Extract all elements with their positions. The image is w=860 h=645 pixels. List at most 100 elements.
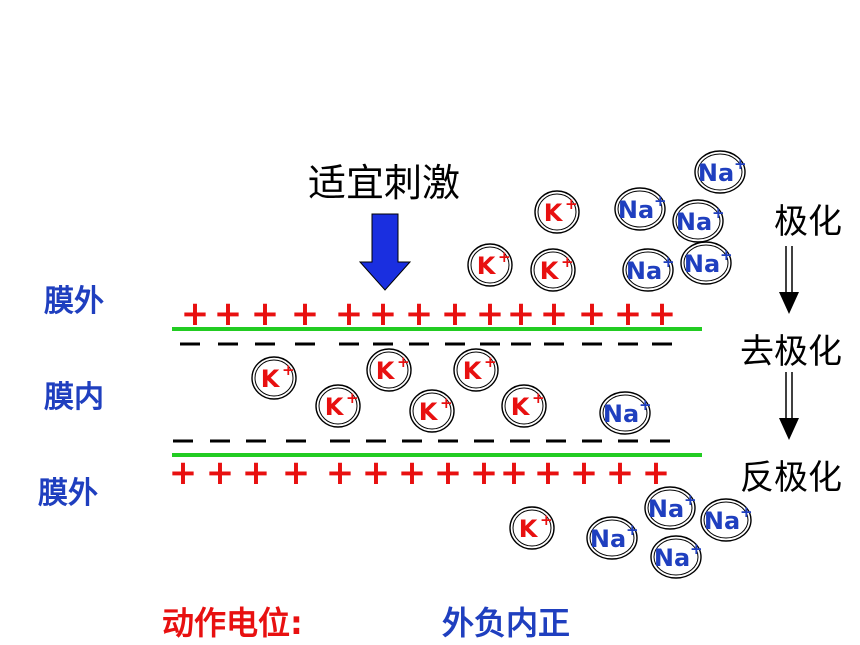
stage-reverse-polarization: 反极化 xyxy=(740,458,842,498)
na-ion: Na+ xyxy=(599,391,652,435)
positive-charge: + xyxy=(242,453,271,493)
positive-charge: + xyxy=(214,294,243,334)
svg-text:+: + xyxy=(397,353,410,371)
positive-charge: + xyxy=(405,294,434,334)
svg-text:+: + xyxy=(626,521,639,539)
positive-charge: + xyxy=(534,453,563,493)
stage-arrow-1 xyxy=(779,246,799,314)
svg-text:Na: Na xyxy=(648,495,684,523)
footer-value: 外负内正 xyxy=(442,604,571,642)
svg-text:+: + xyxy=(684,491,697,509)
positive-charge: + xyxy=(507,294,536,334)
outer-membrane-label-top: 膜外 xyxy=(44,284,104,319)
positive-charge: + xyxy=(335,294,364,334)
svg-text:K: K xyxy=(261,365,281,393)
na-ion: Na+ xyxy=(650,535,703,579)
positive-charge: + xyxy=(206,453,235,493)
svg-text:Na: Na xyxy=(618,196,654,224)
k-ion: K+ xyxy=(251,356,297,400)
na-ion: Na+ xyxy=(614,187,667,231)
svg-text:K: K xyxy=(463,357,483,385)
svg-text:+: + xyxy=(346,389,359,407)
positive-charge: + xyxy=(614,294,643,334)
k-ion: K+ xyxy=(467,243,513,287)
k-ion: K+ xyxy=(509,506,555,550)
inner-membrane-label: 膜内 xyxy=(44,380,104,415)
stage-depolarization: 去极化 xyxy=(740,332,842,372)
outer-membrane-label-bottom: 膜外 xyxy=(38,476,98,511)
svg-text:K: K xyxy=(519,515,539,543)
svg-text:Na: Na xyxy=(603,400,639,428)
svg-text:Na: Na xyxy=(704,507,740,535)
svg-text:+: + xyxy=(498,248,511,266)
svg-text:+: + xyxy=(440,394,453,412)
positive-charge: + xyxy=(648,294,677,334)
na-ion: Na+ xyxy=(700,498,753,542)
svg-text:K: K xyxy=(511,393,531,421)
k-ion: K+ xyxy=(315,384,361,428)
positive-charge: + xyxy=(476,294,505,334)
positive-charge: + xyxy=(369,294,398,334)
stage-arrow-2 xyxy=(779,372,799,440)
positive-charge: + xyxy=(362,453,391,493)
na-ion: Na+ xyxy=(586,516,639,560)
positive-charge: + xyxy=(470,453,499,493)
positive-charge: + xyxy=(540,294,569,334)
footer-title: 动作电位: xyxy=(162,604,303,642)
svg-text:K: K xyxy=(376,357,396,385)
svg-text:+: + xyxy=(654,192,667,210)
svg-text:+: + xyxy=(712,204,725,222)
svg-text:+: + xyxy=(561,253,574,271)
svg-text:+: + xyxy=(532,389,545,407)
k-ion: K+ xyxy=(530,248,576,292)
svg-text:+: + xyxy=(740,503,753,521)
svg-text:+: + xyxy=(690,540,703,558)
positive-charge: + xyxy=(441,294,470,334)
svg-text:+: + xyxy=(540,511,553,529)
positive-charge: + xyxy=(434,453,463,493)
positive-charge: + xyxy=(570,453,599,493)
stimulus-arrow xyxy=(358,213,412,291)
positive-charge: + xyxy=(291,294,320,334)
stage-polarization: 极化 xyxy=(774,202,842,242)
svg-text:+: + xyxy=(484,353,497,371)
positive-charge: + xyxy=(251,294,280,334)
positive-charge: + xyxy=(398,453,427,493)
k-ion: K+ xyxy=(501,384,547,428)
svg-text:K: K xyxy=(544,199,564,227)
svg-text:+: + xyxy=(565,195,578,213)
svg-text:K: K xyxy=(325,393,345,421)
svg-text:K: K xyxy=(540,257,560,285)
na-ion: Na+ xyxy=(672,199,725,243)
svg-text:K: K xyxy=(419,398,439,426)
stimulus-label: 适宜刺激 xyxy=(308,161,461,205)
svg-text:Na: Na xyxy=(698,159,734,187)
na-ion: Na+ xyxy=(644,486,697,530)
na-ion: Na+ xyxy=(694,150,747,194)
k-ion: K+ xyxy=(534,190,580,234)
svg-text:K: K xyxy=(477,252,497,280)
svg-text:Na: Na xyxy=(590,525,626,553)
svg-text:Na: Na xyxy=(626,257,662,285)
positive-charge: + xyxy=(642,453,671,493)
svg-text:Na: Na xyxy=(676,208,712,236)
svg-text:Na: Na xyxy=(654,544,690,572)
svg-text:+: + xyxy=(639,396,652,414)
positive-charge: + xyxy=(181,294,210,334)
na-ion: Na+ xyxy=(622,248,675,292)
positive-charge: + xyxy=(500,453,529,493)
k-ion: K+ xyxy=(366,348,412,392)
k-ion: K+ xyxy=(409,389,455,433)
k-ion: K+ xyxy=(453,348,499,392)
svg-text:Na: Na xyxy=(684,250,720,278)
svg-text:+: + xyxy=(282,361,295,379)
positive-charge: + xyxy=(326,453,355,493)
positive-charge: + xyxy=(606,453,635,493)
positive-charge: + xyxy=(169,453,198,493)
svg-text:+: + xyxy=(662,253,675,271)
svg-text:+: + xyxy=(720,246,733,264)
na-ion: Na+ xyxy=(680,241,733,285)
positive-charge: + xyxy=(578,294,607,334)
positive-charge: + xyxy=(282,453,311,493)
svg-text:+: + xyxy=(734,155,747,173)
